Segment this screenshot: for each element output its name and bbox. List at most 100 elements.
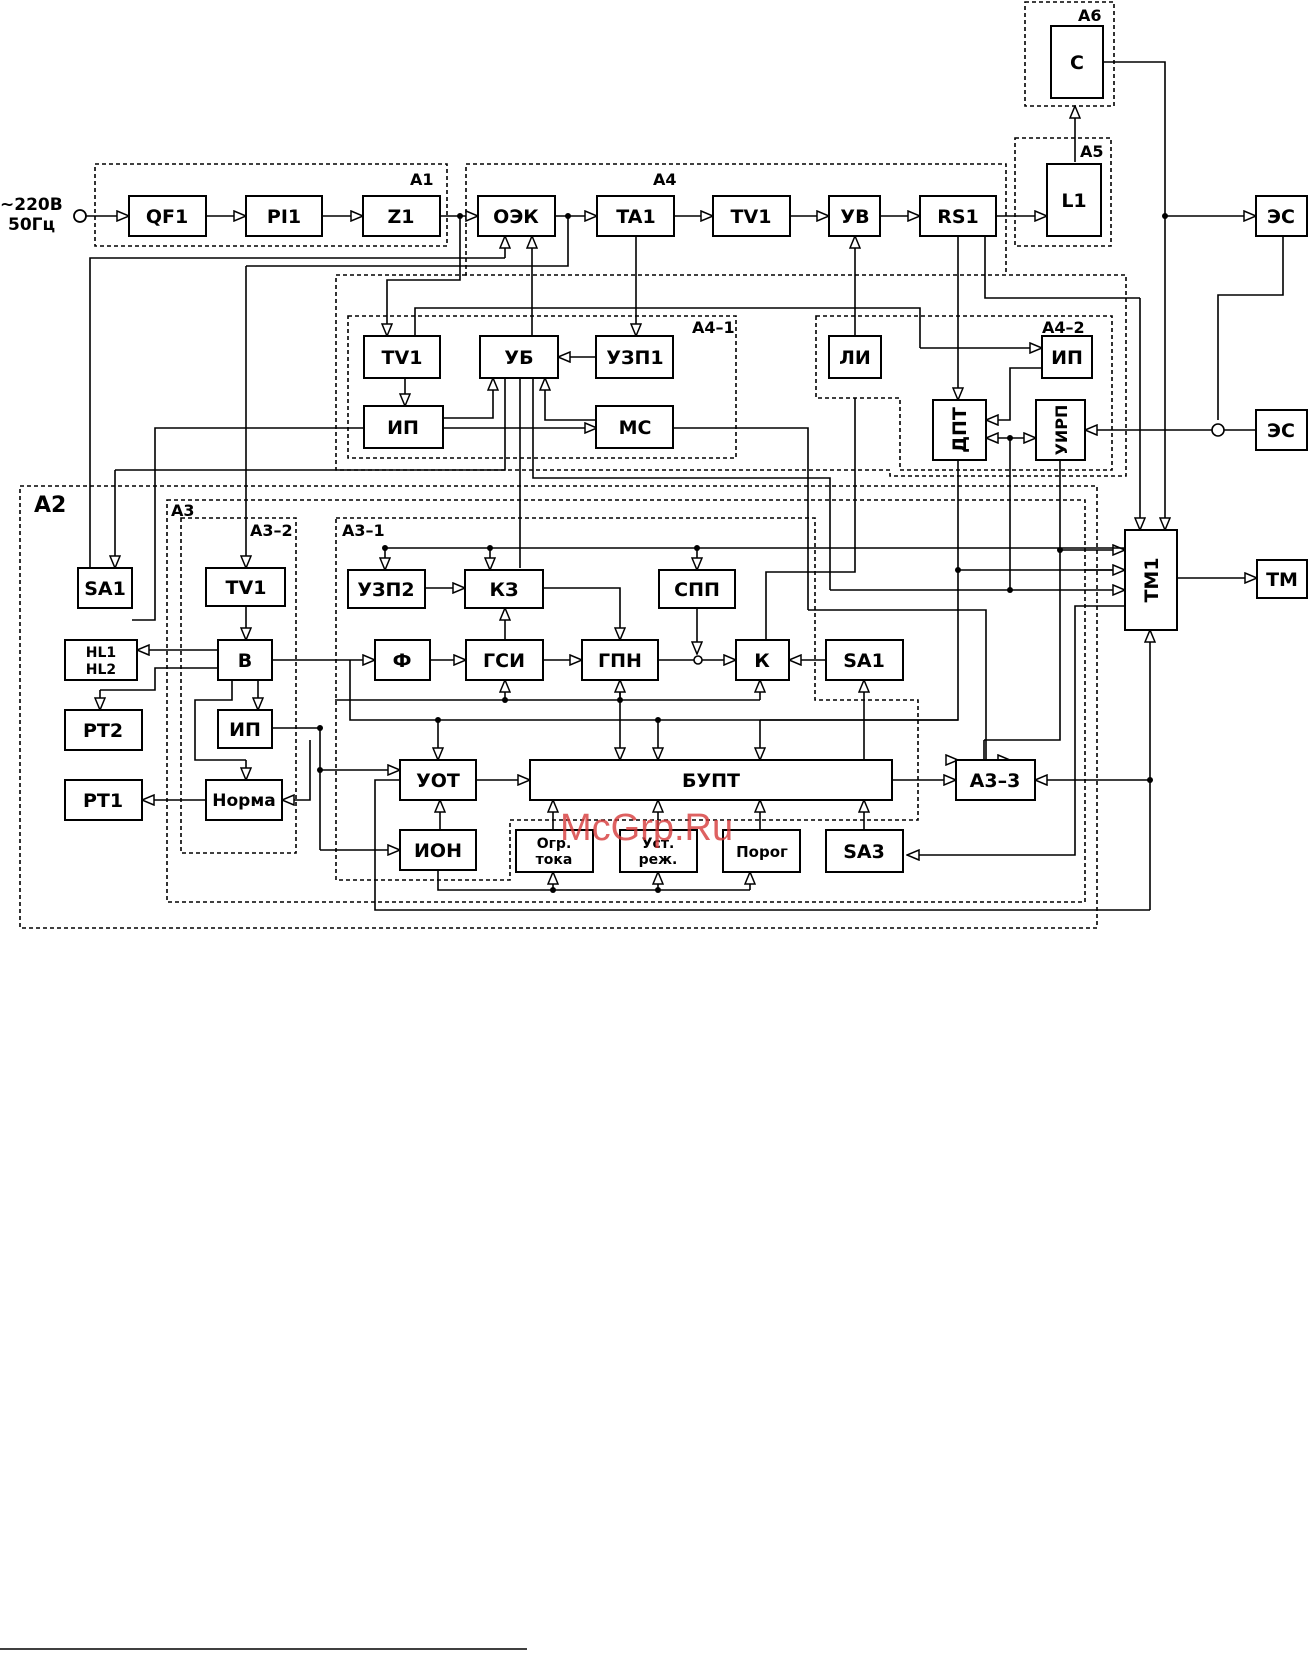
block-tm: TM bbox=[1257, 560, 1307, 598]
block-sa1-a3: SA1 bbox=[826, 640, 903, 680]
block-uzp1: УЗП1 bbox=[596, 336, 673, 378]
svg-text:ИОН: ИОН bbox=[414, 840, 462, 862]
block-z1: Z1 bbox=[363, 196, 440, 236]
svg-text:ЛИ: ЛИ bbox=[839, 347, 871, 369]
svg-text:реж.: реж. bbox=[639, 852, 678, 868]
svg-text:УБ: УБ bbox=[504, 347, 533, 369]
svg-text:БУПТ: БУПТ bbox=[682, 770, 740, 792]
svg-text:SA1: SA1 bbox=[84, 578, 126, 600]
input-terminal bbox=[74, 210, 86, 222]
group-label-a2: A2 bbox=[34, 493, 66, 518]
svg-text:RS1: RS1 bbox=[937, 206, 979, 228]
group-label-a4: A4 bbox=[653, 170, 677, 189]
svg-text:Норма: Норма bbox=[212, 791, 275, 811]
block-bupt: БУПТ bbox=[530, 760, 892, 800]
block-uzp2: УЗП2 bbox=[348, 570, 425, 608]
group-label-a5: A5 bbox=[1080, 142, 1104, 161]
svg-text:ОЭК: ОЭК bbox=[493, 206, 539, 228]
block-sa3: SA3 bbox=[826, 830, 903, 872]
block-uirp: УИРП bbox=[1036, 400, 1085, 460]
group-label-a1: A1 bbox=[410, 170, 434, 189]
svg-text:ЭС: ЭС bbox=[1267, 206, 1295, 228]
svg-text:TV1: TV1 bbox=[382, 347, 423, 369]
svg-text:УЗП1: УЗП1 bbox=[606, 347, 663, 369]
group-label-a6: A6 bbox=[1078, 6, 1102, 25]
svg-text:SA3: SA3 bbox=[843, 841, 885, 863]
svg-text:C: C bbox=[1070, 52, 1084, 74]
summing-node bbox=[694, 656, 702, 664]
block-ub: УБ bbox=[480, 336, 558, 378]
block-tv1-a4: TV1 bbox=[364, 336, 440, 378]
group-label-a4-1: A4–1 bbox=[692, 318, 735, 337]
svg-text:QF1: QF1 bbox=[146, 206, 188, 228]
svg-text:УИРП: УИРП bbox=[1052, 405, 1071, 456]
block-gpn: ГПН bbox=[582, 640, 658, 680]
block-v: B bbox=[218, 640, 272, 680]
svg-text:К: К bbox=[754, 650, 770, 672]
block-ip-a3: ИП bbox=[218, 710, 272, 748]
block-tm1: TM1 bbox=[1125, 530, 1177, 630]
block-uv: УВ bbox=[829, 196, 880, 236]
block-ion: ИОН bbox=[400, 830, 476, 870]
block-gsi: ГСИ bbox=[466, 640, 543, 680]
svg-text:TV1: TV1 bbox=[226, 577, 267, 599]
svg-text:A3–3: A3–3 bbox=[970, 770, 1021, 792]
block-spp: СПП bbox=[659, 570, 735, 608]
svg-text:СПП: СПП bbox=[674, 579, 720, 601]
block-f: Ф bbox=[375, 640, 430, 680]
block-tv1-main: TV1 bbox=[713, 196, 790, 236]
svg-text:ЭС: ЭС bbox=[1267, 420, 1295, 442]
summing-node-es bbox=[1212, 424, 1224, 436]
block-k: К bbox=[736, 640, 789, 680]
svg-text:ГПН: ГПН bbox=[598, 650, 642, 672]
svg-text:МС: МС bbox=[619, 417, 652, 439]
svg-text:УОТ: УОТ bbox=[416, 770, 460, 792]
block-rt1: PT1 bbox=[65, 780, 142, 820]
block-oek: ОЭК bbox=[478, 196, 555, 236]
svg-text:TM1: TM1 bbox=[1141, 557, 1163, 602]
svg-text:Ф: Ф bbox=[393, 650, 412, 672]
block-es-upper: ЭС bbox=[1256, 196, 1307, 236]
input-frequency: 50Гц bbox=[8, 215, 55, 235]
block-rs1: RS1 bbox=[920, 196, 996, 236]
group-label-a3: A3 bbox=[171, 501, 195, 520]
block-ip-a4: ИП bbox=[364, 406, 443, 448]
svg-text:КЗ: КЗ bbox=[489, 579, 518, 601]
svg-text:TV1: TV1 bbox=[731, 206, 772, 228]
svg-text:TM: TM bbox=[1266, 569, 1298, 591]
group-label-a4-2: A4–2 bbox=[1042, 318, 1085, 337]
svg-text:L1: L1 bbox=[1061, 190, 1086, 212]
block-c: C bbox=[1051, 26, 1103, 98]
svg-text:SA1: SA1 bbox=[843, 650, 885, 672]
group-a4-frame bbox=[336, 275, 1126, 476]
svg-text:УВ: УВ bbox=[840, 206, 869, 228]
svg-text:B: B bbox=[238, 650, 252, 672]
block-qf1: QF1 bbox=[129, 196, 206, 236]
svg-text:HL2: HL2 bbox=[86, 662, 116, 678]
block-porog: Порог bbox=[723, 830, 800, 872]
group-label-a3-2: A3–2 bbox=[250, 521, 293, 540]
svg-text:тока: тока bbox=[536, 852, 573, 868]
svg-text:УЗП2: УЗП2 bbox=[357, 579, 414, 601]
block-kz: КЗ bbox=[465, 570, 543, 608]
block-ms: МС bbox=[596, 406, 673, 448]
svg-text:HL1: HL1 bbox=[86, 645, 116, 661]
block-l1: L1 bbox=[1047, 164, 1101, 236]
block-ta1: TA1 bbox=[597, 196, 674, 236]
block-pi1: PI1 bbox=[246, 196, 322, 236]
block-uot: УОТ bbox=[400, 760, 476, 800]
block-tv1-a3: TV1 bbox=[206, 568, 285, 606]
block-li: ЛИ bbox=[829, 336, 881, 378]
block-ip-a4-2: ИП bbox=[1042, 336, 1092, 378]
svg-text:ИП: ИП bbox=[1051, 347, 1083, 369]
block-es-lower: ЭС bbox=[1256, 410, 1307, 450]
block-norma: Норма bbox=[206, 780, 282, 820]
block-rt2: PT2 bbox=[65, 710, 142, 750]
watermark: McGrp.Ru bbox=[560, 807, 733, 849]
svg-text:PI1: PI1 bbox=[267, 206, 301, 228]
svg-text:ДПТ: ДПТ bbox=[949, 407, 971, 453]
svg-text:TA1: TA1 bbox=[616, 206, 655, 228]
block-dpt: ДПТ bbox=[933, 400, 986, 460]
